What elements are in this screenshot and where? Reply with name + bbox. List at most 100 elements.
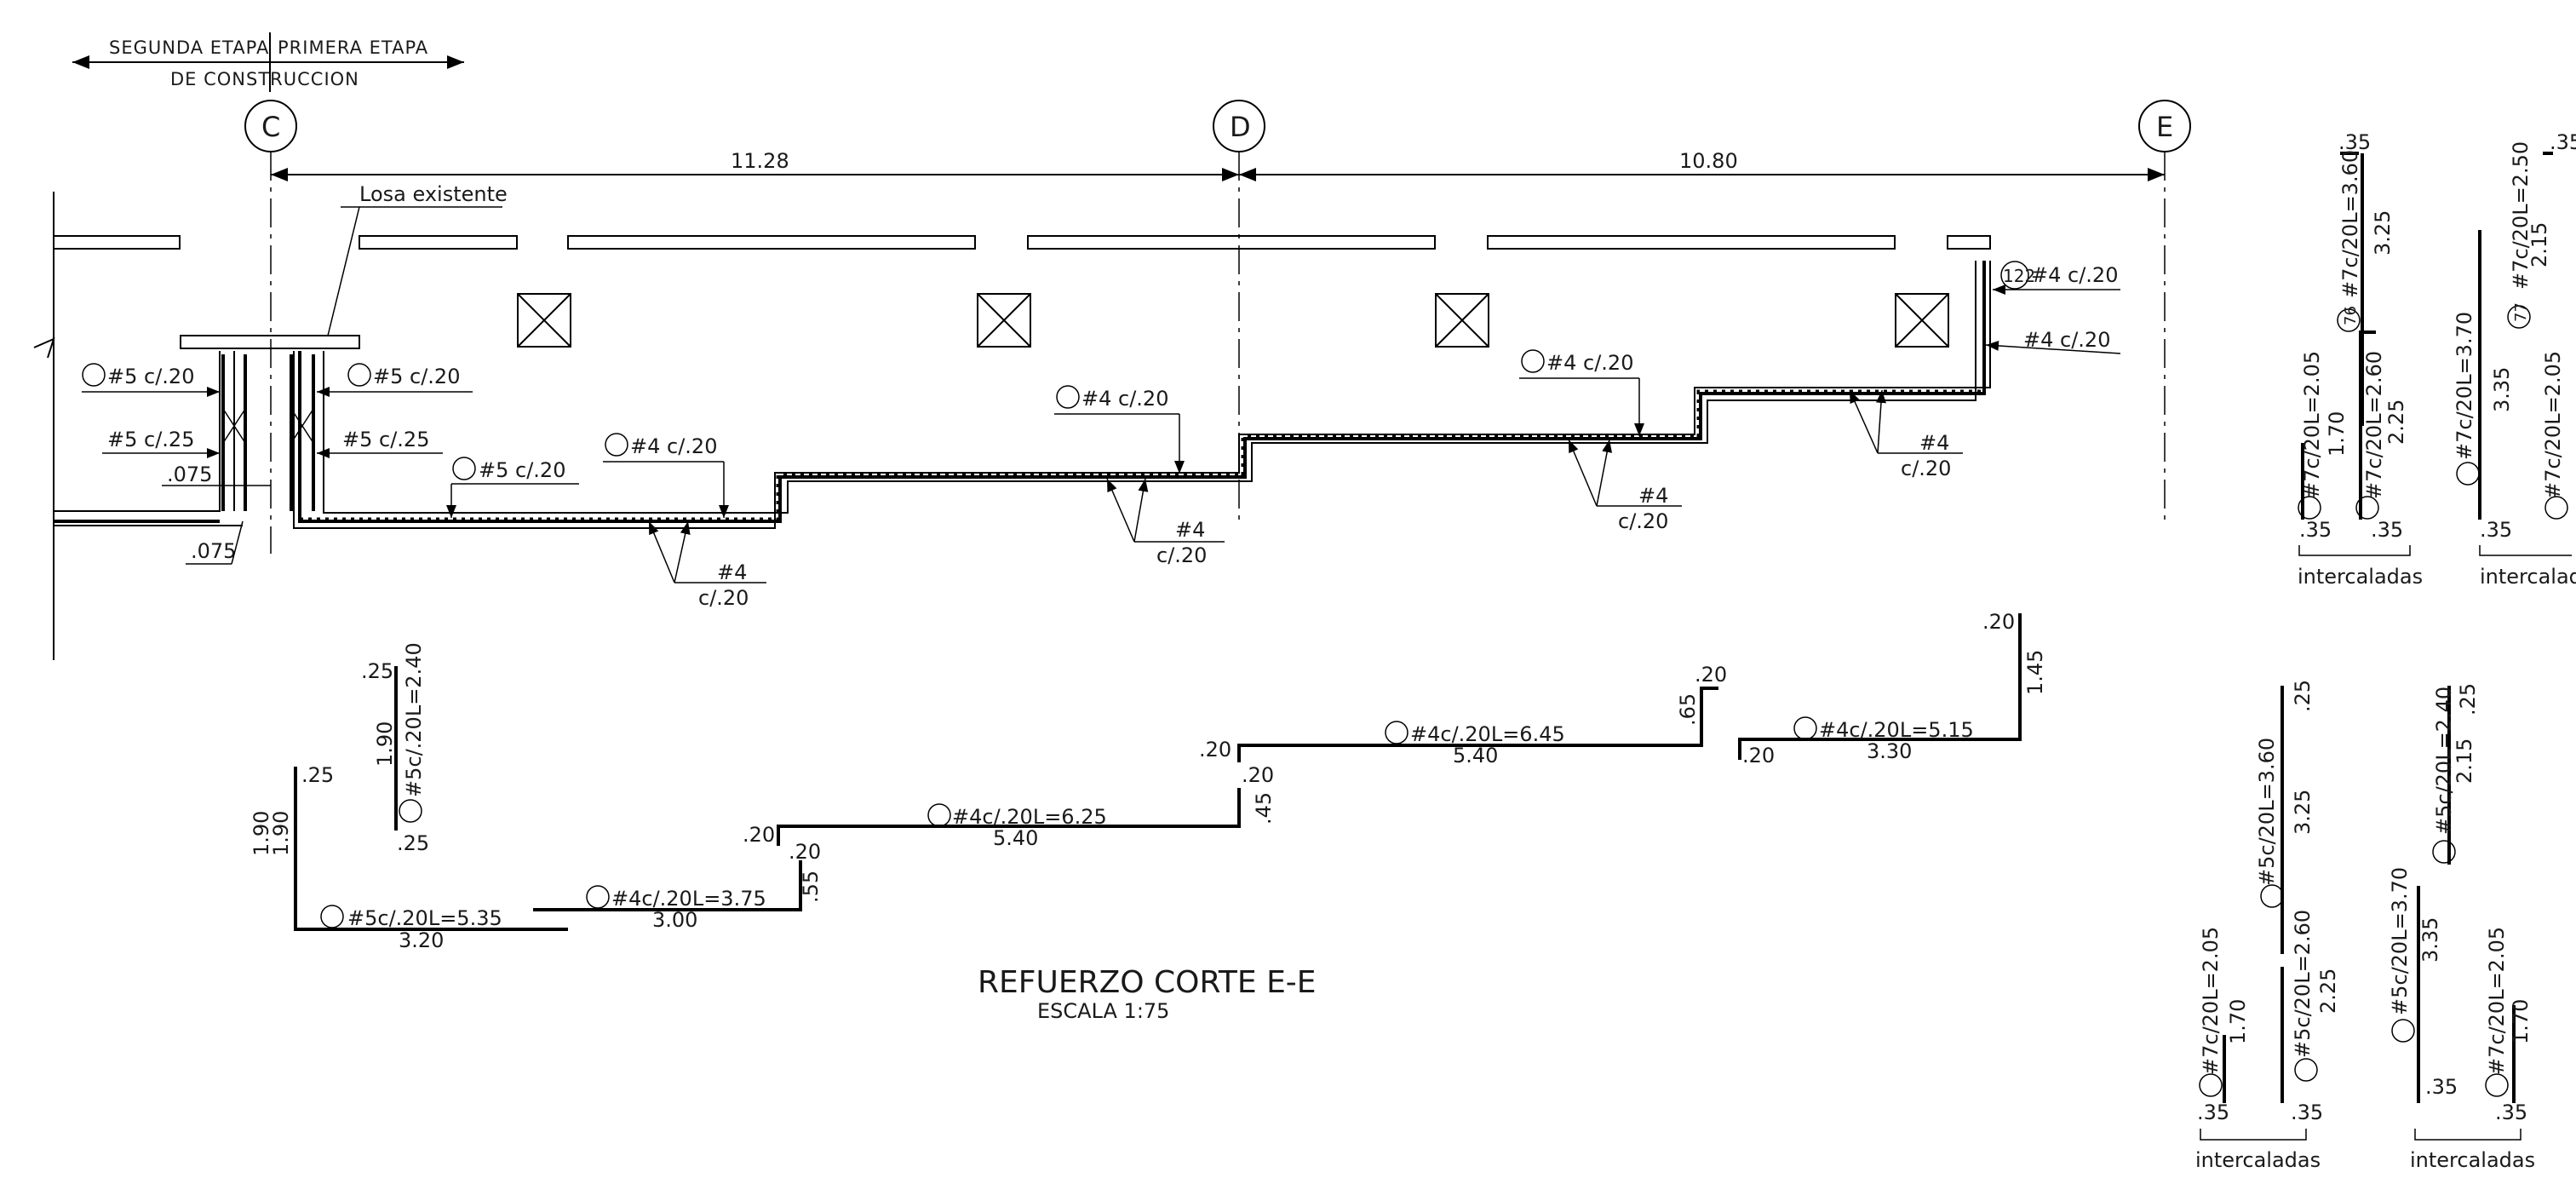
dim-190-bar240: 1.90: [373, 721, 397, 767]
dim-35-f: .35: [2425, 1075, 2458, 1099]
callout-c20-b: c/.20: [1156, 543, 1207, 567]
bar-label-5-370: #5c/20L=3.70: [2388, 867, 2412, 1015]
drawing-title: REFUERZO CORTE E-E: [978, 965, 1317, 1000]
dim-20-bar515b: .20: [1982, 610, 2015, 634]
upper-slab-strips: [53, 235, 1991, 349]
intercaladas-c: intercaladas: [2195, 1148, 2321, 1172]
dim-145: 1.45: [2023, 650, 2047, 695]
dim-325-a: 3.25: [2371, 210, 2395, 256]
mark-77: 77: [2512, 302, 2530, 322]
dim-330: 3.30: [1867, 739, 1912, 763]
bar-label-7-250: #7c/20L=2.50: [2509, 141, 2533, 290]
bar-label-645: #4c/.20L=6.45: [1410, 722, 1565, 746]
dim-20-bar375: .20: [789, 840, 821, 864]
dim-35-top-a: .35: [2338, 130, 2371, 154]
callout-4-b: #4: [1175, 518, 1205, 542]
dim-20-bar625: .20: [743, 823, 775, 847]
bar-label-535: #5c/.20L=5.35: [347, 906, 502, 930]
dim-170-b: 1.70: [2226, 999, 2250, 1044]
bar-bending-schedule: .25 1.90 1.90 #5c/.20L=5.35 3.20 #4c/.20…: [250, 610, 2047, 952]
stepped-slab-section: [33, 192, 1991, 660]
right-bar-details-bottom: #7c/20L=2.05 1.70 .35 #5c/20L=3.60 3.25 …: [2195, 680, 2535, 1172]
dim-300: 3.00: [652, 908, 697, 932]
dimension-c-d: 11.28: [731, 149, 789, 173]
dim-35-d: .35: [2197, 1101, 2229, 1124]
dim-225-a: 2.25: [2384, 399, 2408, 445]
dim-25-bar240a: .25: [361, 659, 393, 683]
construction-stage-header: SEGUNDA ETAPA PRIMERA ETAPA DE CONSTRUCC…: [72, 32, 464, 92]
dimension-d-e: 10.80: [1679, 149, 1738, 173]
axis-bubble-d: D: [1230, 111, 1251, 143]
construction-label: DE CONSTRUCCION: [170, 69, 359, 89]
callout-5c20-bottom: #5 c/.20: [479, 458, 565, 482]
dimension-075-lower: .075: [191, 539, 236, 563]
grid-axes: C D E 11.28 10.80: [244, 100, 2191, 554]
dim-45: .45: [1252, 792, 1276, 825]
dim-65: .65: [1676, 693, 1700, 726]
dim-335-b: 3.35: [2418, 917, 2442, 963]
callout-5c20-right: #5 c/.20: [373, 365, 460, 388]
bar-label-5-360: #5c/20L=3.60: [2255, 738, 2279, 886]
bar-label-7-205-d: #7c/20L=2.05: [2485, 927, 2509, 1075]
bar-label-5-240: #5c/20L=2.40: [2432, 687, 2456, 835]
axis-bubble-c: C: [261, 111, 280, 143]
dim-335-a: 3.35: [2490, 367, 2514, 412]
section-callouts: Losa existente #5 c/.20 #5 c/.25 #5 c/.2…: [82, 182, 2121, 610]
drawing-scale: ESCALA 1:75: [1037, 999, 1169, 1023]
callout-5c20-left: #5 c/.20: [107, 365, 194, 388]
bar-label-7-205-b: #7c/20L=2.05: [2541, 351, 2565, 499]
callout-5c25-left: #5 c/.25: [107, 428, 194, 451]
dim-215-b: 2.15: [2453, 739, 2476, 784]
callout-c20-a: c/.20: [698, 586, 749, 610]
stage-one-label: PRIMERA ETAPA: [278, 37, 428, 58]
dim-325-b: 3.25: [2291, 790, 2315, 835]
callout-4c20-c: #4 c/.20: [1546, 351, 1633, 375]
dim-540-a: 5.40: [993, 826, 1038, 850]
bar-label-240: #5c/.20L=2.40: [402, 642, 426, 797]
callout-4-a: #4: [717, 560, 747, 584]
dim-25-bar240b: .25: [397, 831, 429, 855]
axis-bubble-e: E: [2156, 111, 2173, 143]
callout-4c20-b: #4 c/.20: [1081, 387, 1168, 411]
bar-label-7-360: #7c/20L=3.60: [2338, 150, 2362, 298]
dim-35-e: .35: [2291, 1101, 2323, 1124]
bar-label-7-205-a: #7c/20L=2.05: [2300, 351, 2324, 499]
dim-170-c: 1.70: [2509, 999, 2533, 1044]
bar-label-5-260: #5c/20L=2.60: [2291, 910, 2315, 1058]
dim-25-c: .25: [2291, 680, 2315, 712]
callout-c20-c: c/.20: [1618, 509, 1668, 533]
dim-540-b: 5.40: [1453, 744, 1498, 767]
dim-20-bar515: .20: [1742, 744, 1775, 767]
dim-20-bar645b: .20: [1695, 663, 1727, 687]
dim-225-b: 2.25: [2316, 968, 2340, 1014]
dim-20-bar625b: .20: [1242, 763, 1274, 787]
dim-35-b: .35: [2371, 518, 2403, 542]
dim-35-top-b: .35: [2550, 130, 2576, 154]
callout-4-d: #4: [1919, 431, 1949, 455]
bar-label-7-205-c: #7c/20L=2.05: [2199, 927, 2223, 1075]
dim-25-bar535: .25: [301, 763, 334, 787]
dim-170-a: 1.70: [2325, 411, 2349, 457]
callout-4c20-a: #4 c/.20: [630, 434, 717, 458]
bar-label-515: #4c/.20L=5.15: [1819, 718, 1974, 742]
bar-label-375: #4c/.20L=3.75: [611, 887, 766, 911]
callout-4c20-d: #4 c/.20: [2031, 263, 2118, 287]
bar-label-7-260: #7c/20L=2.60: [2362, 351, 2386, 499]
dim-320: 3.20: [399, 928, 444, 952]
intercaladas-d: intercaladas: [2410, 1148, 2535, 1172]
dim-35-c: .35: [2480, 518, 2512, 542]
callout-c20-d: c/.20: [1901, 457, 1951, 480]
mark-122: 122: [2003, 266, 2035, 286]
dim-190-bar535a: 1.90: [250, 811, 273, 856]
dim-20-bar645: .20: [1199, 738, 1231, 762]
intercaladas-b: intercaladas: [2480, 565, 2576, 589]
dim-35-a: .35: [2299, 518, 2332, 542]
slab-openings: [517, 293, 1949, 348]
dim-35-g: .35: [2495, 1101, 2527, 1124]
stage-two-label: SEGUNDA ETAPA: [109, 37, 269, 58]
intercaladas-a: intercaladas: [2298, 565, 2423, 589]
callout-5c25-right: #5 c/.25: [342, 428, 429, 451]
dim-55: .55: [799, 871, 823, 903]
bar-label-7-370: #7c/20L=3.70: [2453, 312, 2476, 460]
